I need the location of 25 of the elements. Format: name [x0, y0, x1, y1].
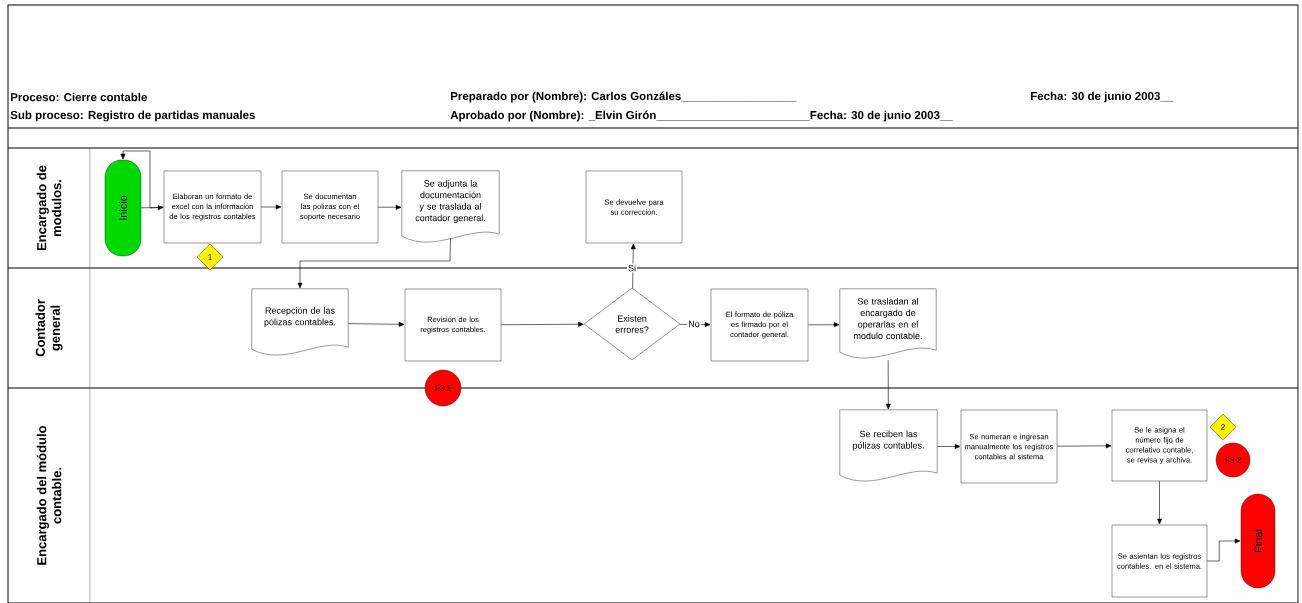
arrow [679, 322, 711, 327]
header-text: Preparado por (Nombre): Carlos Gonzáles__________________ [450, 91, 797, 103]
arrow [936, 444, 961, 449]
arrow [630, 243, 636, 289]
arrow [807, 322, 840, 328]
header-text: Aprobado por (Nombre): _Elvin Girón________________________Fecha: 30 de junio 2003__ [450, 110, 953, 122]
arrow [347, 321, 405, 327]
edge-label: No [687, 319, 701, 329]
arrow [120, 150, 165, 209]
arrow [140, 205, 164, 211]
arrow [1056, 443, 1112, 449]
edge-label: Si [627, 263, 637, 273]
arrow [1157, 480, 1162, 525]
lane-header: Encargado de modulos. [36, 165, 62, 251]
header-text: Proceso: Cierre contable [10, 92, 147, 102]
arrow [297, 237, 451, 289]
header-text: Fecha: 30 de junio 2003__ [1031, 91, 1174, 103]
arrow [500, 321, 584, 327]
lane-header: Contador general [35, 299, 63, 357]
header-text: Sub proceso: Registro de partidas manuales [10, 110, 255, 122]
arrow [885, 359, 891, 410]
arrow [377, 204, 402, 210]
lane-header: Encargado del módulo contable. [36, 425, 62, 565]
arrow [260, 204, 282, 210]
arrow [1206, 538, 1241, 562]
